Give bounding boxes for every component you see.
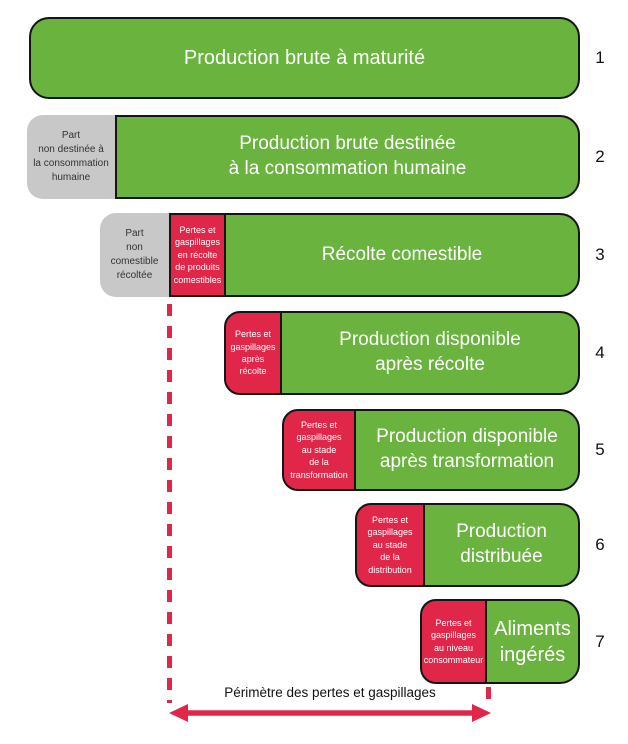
- row-number-3: 3: [595, 245, 605, 264]
- gray-block-row-2: Part non destinée à la consommation huma…: [27, 115, 115, 199]
- red-loss-block-row-6: Pertes et gaspillages au stade de la dis…: [355, 503, 425, 587]
- perimeter-label: Périmètre des pertes et gaspillages: [224, 685, 436, 700]
- row-number-2: 2: [595, 147, 605, 166]
- dashed-line-right: [486, 687, 491, 702]
- perimeter-arrow-icon: [169, 704, 491, 722]
- row-number-6: 6: [595, 535, 605, 554]
- green-bar-row-4: Production disponible après récolte: [280, 311, 580, 395]
- row-number-1: 1: [595, 48, 605, 67]
- red-loss-block-row-7: Pertes et gaspillages au niveau consomma…: [420, 599, 487, 684]
- green-bar-row-1: Production brute à maturité: [29, 17, 580, 99]
- green-bar-row-3: Récolte comestible: [224, 213, 580, 297]
- green-bar-row-7: Aliments ingérés: [485, 599, 580, 684]
- dashed-line-left: [167, 304, 172, 703]
- green-bar-row-2: Production brute destinée à la consommat…: [115, 115, 580, 199]
- row-number-5: 5: [595, 440, 605, 459]
- gray-block-row-3: Part non comestible récoltée: [100, 213, 169, 297]
- red-loss-block-row-4: Pertes et gaspillages après récolte: [224, 311, 282, 395]
- red-loss-block-row-3: Pertes et gaspillages en récolte de prod…: [169, 213, 226, 297]
- row-number-4: 4: [595, 343, 605, 362]
- red-loss-block-row-5: Pertes et gaspillages au stade de la tra…: [282, 409, 356, 491]
- green-bar-row-5: Production disponible après transformati…: [354, 409, 580, 491]
- green-bar-row-6: Production distribuée: [423, 503, 580, 587]
- row-number-7: 7: [595, 631, 605, 651]
